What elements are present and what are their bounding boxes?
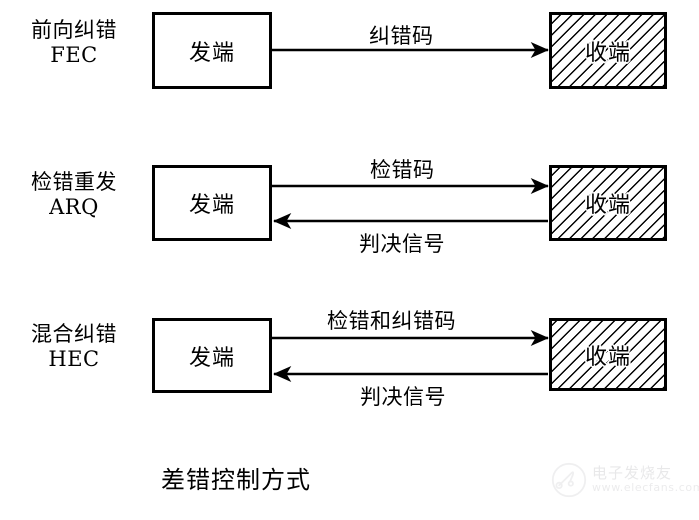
node-fec-sender[interactable]: 发端 <box>152 12 272 89</box>
row-label-hec: 混合纠错 HEC <box>8 322 140 372</box>
row-label-fec: 前向纠错 FEC <box>8 18 140 68</box>
edge-label-arq-backward: 判决信号 <box>359 232 445 256</box>
node-fec-receiver-label: 收端 <box>584 40 631 66</box>
row-label-arq-abbr: ARQ <box>49 194 99 219</box>
row-label-hec-abbr: HEC <box>48 346 100 371</box>
node-arq-sender-label: 发端 <box>188 193 235 218</box>
elecfans-logo-icon <box>551 462 587 498</box>
edge-label-hec-forward: 检错和纠错码 <box>327 309 456 333</box>
edge-label-arq-forward: 检错码 <box>370 158 435 182</box>
watermark-texts: 电子发烧友 www.elecfans.com <box>592 464 699 495</box>
edge-label-hec-backward: 判决信号 <box>360 385 446 409</box>
node-hec-receiver-label: 收端 <box>584 344 631 370</box>
watermark-brand: 电子发烧友 <box>592 464 673 483</box>
node-arq-sender[interactable]: 发端 <box>152 165 272 241</box>
node-fec-receiver[interactable]: 收端 <box>549 12 667 89</box>
node-fec-sender-label: 发端 <box>188 40 235 66</box>
row-label-fec-cn: 前向纠错 <box>31 18 117 42</box>
diagram-caption: 差错控制方式 <box>161 466 311 494</box>
watermark-url: www.elecfans.com <box>592 481 699 495</box>
edge-label-fec-forward: 纠错码 <box>369 24 434 48</box>
node-hec-sender-label: 发端 <box>188 345 235 371</box>
node-hec-receiver[interactable]: 收端 <box>549 318 667 391</box>
node-arq-receiver-label: 收端 <box>584 193 631 218</box>
row-label-arq: 检错重发 ARQ <box>8 170 140 220</box>
watermark: 电子发烧友 www.elecfans.com <box>551 462 699 498</box>
row-label-arq-cn: 检错重发 <box>31 170 117 194</box>
node-arq-receiver[interactable]: 收端 <box>549 165 667 241</box>
row-label-hec-cn: 混合纠错 <box>31 322 117 346</box>
row-label-fec-abbr: FEC <box>50 42 98 67</box>
node-hec-sender[interactable]: 发端 <box>152 318 272 393</box>
